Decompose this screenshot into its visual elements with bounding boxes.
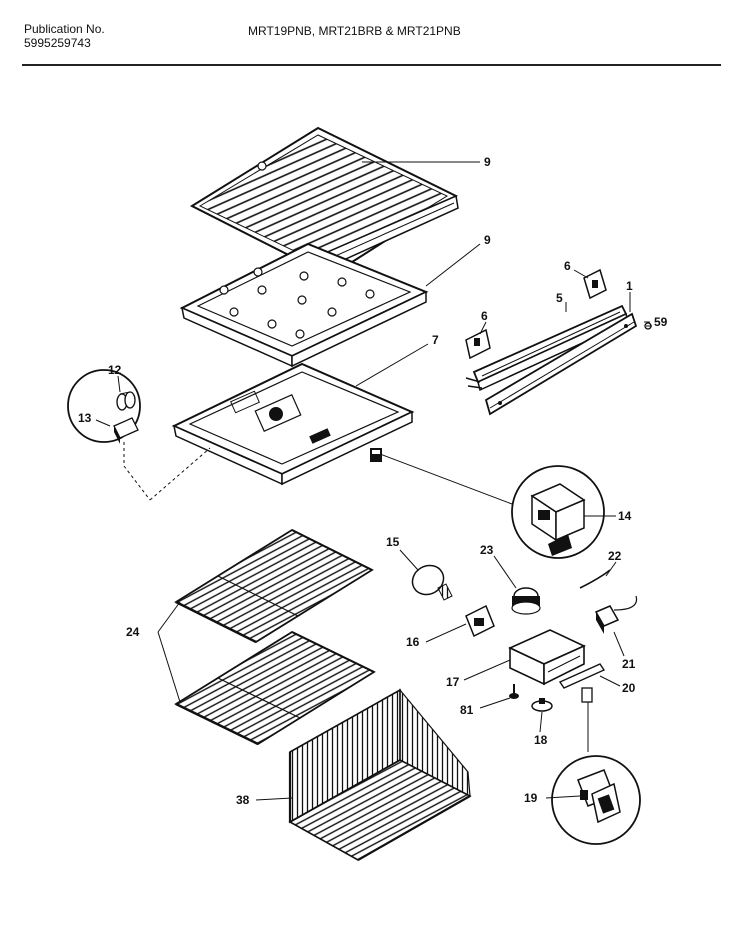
- wire-part-22: [579, 569, 611, 589]
- screw-part-81: [509, 684, 519, 699]
- housing-part-17: [508, 629, 586, 686]
- clip-part-6-lower: [465, 328, 491, 360]
- callout-1: 1: [626, 279, 633, 293]
- callout-81: 81: [460, 703, 474, 717]
- rail-part-5: [465, 304, 629, 392]
- callout-21: 21: [622, 657, 636, 671]
- callout-9-frame: 9: [484, 233, 491, 247]
- callout-19: 19: [524, 791, 538, 805]
- clip-part-6-upper: [583, 268, 607, 300]
- leader-to-14: [379, 453, 513, 505]
- model-numbers: MRT19PNB, MRT21BRB & MRT21PNB: [248, 24, 461, 38]
- callout-38: 38: [236, 793, 250, 807]
- rail-part-1: [484, 312, 638, 416]
- wire-shelf-part-24-upper: [174, 528, 374, 644]
- callout-6-upper: 6: [564, 259, 571, 273]
- callout-18: 18: [534, 733, 548, 747]
- bar-part-20: [558, 663, 606, 703]
- part-13-block: [113, 417, 139, 444]
- callout-14: 14: [618, 509, 632, 523]
- callout-5: 5: [556, 291, 563, 305]
- callout-22: 22: [608, 549, 622, 563]
- callout-24: 24: [126, 625, 140, 639]
- callout-labels: 9 9 7 6 6 5 1 59 12 13 14 15 23 22 16 21…: [78, 155, 668, 807]
- part-23: [511, 587, 541, 615]
- detail-circle-12-13: [67, 369, 141, 444]
- part-12-rollers: [116, 391, 136, 411]
- connector-part-21: [594, 595, 638, 634]
- light-bulb-part-15: [411, 564, 453, 601]
- callout-12: 12: [108, 363, 122, 377]
- screw-part-59: [644, 322, 652, 330]
- leader-lines: [95, 161, 650, 801]
- dashed-leader: [123, 442, 211, 501]
- detail-circle-19: [551, 755, 641, 845]
- callout-13: 13: [78, 411, 92, 425]
- callout-20: 20: [622, 681, 636, 695]
- detail-circle-14: [511, 465, 605, 559]
- callout-6-lower: 6: [481, 309, 488, 323]
- crisper-cover-frame-part-9: [179, 242, 429, 368]
- callout-59: 59: [654, 315, 668, 329]
- callout-17: 17: [446, 675, 460, 689]
- damper-clip: [370, 448, 382, 462]
- shelf-frame-part-7: [171, 362, 415, 486]
- wire-basket-part-38: [288, 688, 472, 861]
- publication-number: 5995259743: [24, 36, 91, 50]
- callout-16: 16: [406, 635, 420, 649]
- callout-15: 15: [386, 535, 400, 549]
- callout-9-top: 9: [484, 155, 491, 169]
- publication-label: Publication No.: [24, 22, 105, 36]
- knob-part-18: [531, 698, 553, 712]
- socket-part-16: [465, 604, 495, 638]
- callout-7: 7: [432, 333, 439, 347]
- wire-shelf-part-24-lower: [174, 630, 376, 746]
- header-rule: [22, 64, 721, 66]
- callout-23: 23: [480, 543, 494, 557]
